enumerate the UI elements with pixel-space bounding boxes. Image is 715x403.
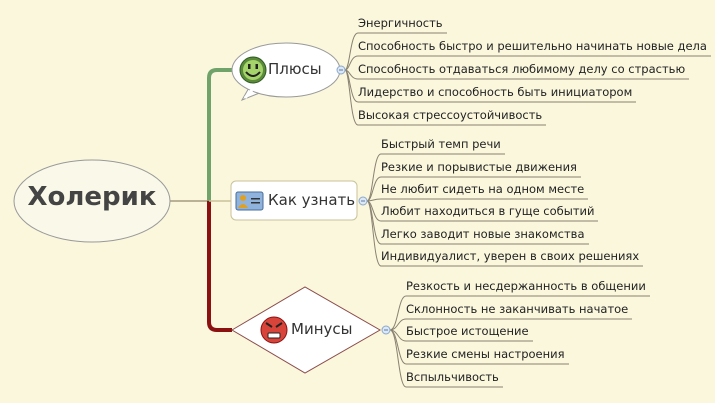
subtopic-item[interactable]: Не любит сидеть на одном месте xyxy=(381,182,585,196)
subtopic-item[interactable]: Высокая стрессоустойчивость xyxy=(358,108,543,122)
subtopic-item[interactable]: Энергичность xyxy=(358,16,443,30)
smile-icon xyxy=(239,56,267,84)
minus-branch-line xyxy=(207,201,232,332)
subtopic-item[interactable]: Индивидуалист, уверен в своих решениях xyxy=(381,249,640,263)
plus-topic-label: Плюсы xyxy=(268,60,322,78)
subtopic-connector xyxy=(366,176,581,202)
subtopic-connector xyxy=(366,198,588,202)
subtopic-connector xyxy=(344,69,546,126)
subtopic-connector xyxy=(366,153,505,202)
subtopic-item[interactable]: Склонность не заканчивать начатое xyxy=(406,302,629,316)
subtopic-connector xyxy=(344,69,689,80)
subtopic-connector xyxy=(389,318,632,331)
how-node[interactable] xyxy=(230,180,358,221)
subtopic-item[interactable]: Легко заводит новые знакомства xyxy=(381,227,585,241)
id-card-icon xyxy=(235,191,264,211)
how-topic-label: Как узнать xyxy=(268,191,356,209)
plus-branch-line xyxy=(207,68,232,201)
minus-node[interactable] xyxy=(231,286,382,374)
subtopic-item[interactable]: Резкие и порывистые движения xyxy=(381,160,577,174)
subtopic-item[interactable]: Резкость и несдержанность в общении xyxy=(406,279,646,293)
subtopic-connector xyxy=(366,200,643,267)
subtopic-connector xyxy=(344,55,711,71)
subtopic-connector xyxy=(389,295,650,331)
central-topic-label: Холерик xyxy=(27,182,157,212)
subtopic-connector xyxy=(344,32,447,71)
subtopic-item[interactable]: Способность отдаваться любимому делу со … xyxy=(358,62,686,76)
subtopic-item[interactable]: Резкие смены настроения xyxy=(406,347,565,361)
subtopic-item[interactable]: Быстрое истощение xyxy=(406,324,529,338)
subtopic-connector xyxy=(389,329,503,388)
angry-face-icon xyxy=(260,316,288,344)
minus-topic-label: Минусы xyxy=(291,320,353,338)
subtopic-item[interactable]: Способность быстро и решительно начинать… xyxy=(358,39,707,53)
central-node[interactable] xyxy=(13,159,171,243)
subtopic-item[interactable]: Вспыльчивость xyxy=(406,370,499,384)
subtopic-item[interactable]: Лидерство и способность быть инициатором xyxy=(358,85,633,99)
subtopic-item[interactable]: Быстрый темп речи xyxy=(381,137,501,151)
subtopic-item[interactable]: Любит находиться в гуще событий xyxy=(381,204,595,218)
